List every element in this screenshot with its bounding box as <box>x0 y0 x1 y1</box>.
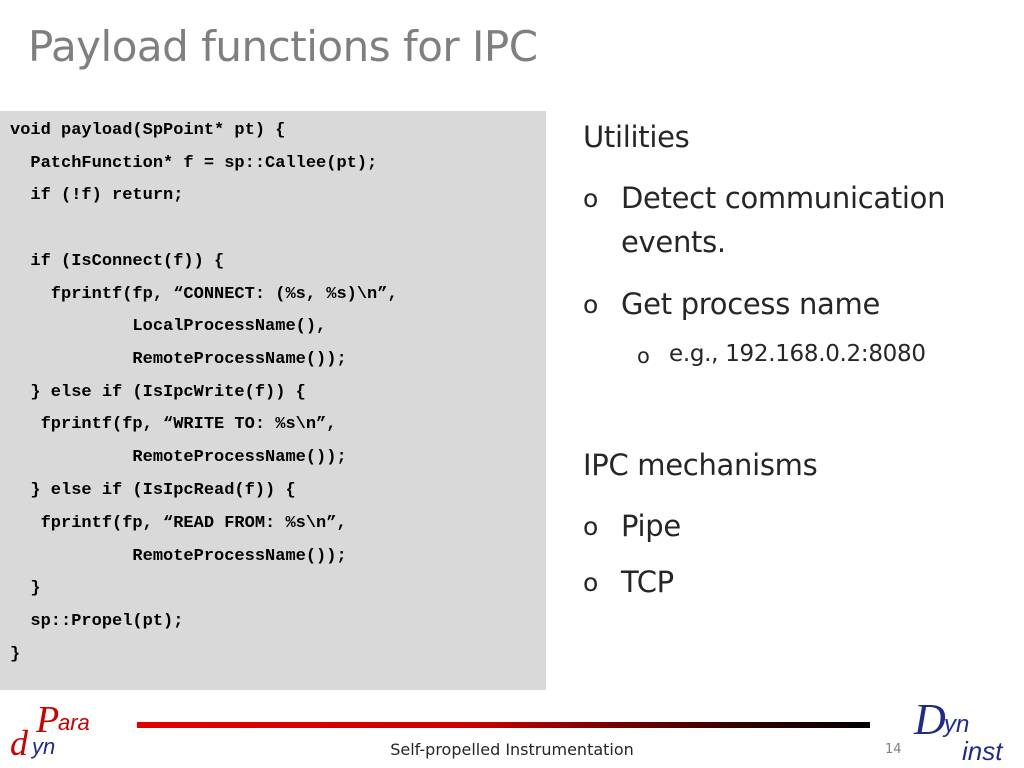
bullet-item: o Get process name <box>583 282 1013 326</box>
code-line: } <box>10 645 21 664</box>
sub-bullet-item: o e.g., 192.168.0.2:8080 <box>637 341 926 368</box>
logo-right-line1: yn <box>942 711 969 738</box>
code-line: PatchFunction* f = sp::Callee(pt); <box>10 154 378 173</box>
bullet-item: o TCP <box>583 560 674 604</box>
logo-left-big1: P <box>35 700 59 741</box>
logo-left-line1: ara <box>58 710 90 735</box>
sub-bullet-text: e.g., 192.168.0.2:8080 <box>669 341 926 367</box>
slide-title: Payload functions for IPC <box>28 22 538 71</box>
code-line: } <box>10 579 41 598</box>
code-line: RemoteProcessName()); <box>10 448 347 467</box>
logo-right-line2: inst <box>962 736 1004 766</box>
dyninst-logo: D yn inst <box>913 696 1004 766</box>
paradyn-logo: P ara d yn <box>10 700 90 762</box>
code-line: } else if (IsIpcRead(f)) { <box>10 481 296 500</box>
logo-left-line2: yn <box>30 734 55 759</box>
bullet-icon: o <box>583 184 598 213</box>
code-line: LocalProcessName(), <box>10 317 327 336</box>
code-line: sp::Propel(pt); <box>10 612 184 631</box>
footer-rule <box>137 722 870 728</box>
code-line: void payload(SpPoint* pt) { <box>10 121 286 140</box>
code-line: if (!f) return; <box>10 186 184 205</box>
code-line: RemoteProcessName()); <box>10 350 347 369</box>
code-line: fprintf(fp, “READ FROM: %s\n”, <box>10 514 347 533</box>
logo-right-big: D <box>913 696 946 744</box>
sub-bullet-icon: o <box>637 344 650 368</box>
bullet-item: o Detect communication events. <box>583 176 1013 264</box>
ipc-heading: IPC mechanisms <box>583 448 818 482</box>
bullet-text: Get process name <box>621 287 881 321</box>
bullet-icon: o <box>583 568 598 597</box>
code-line: if (IsConnect(f)) { <box>10 252 225 271</box>
code-line: RemoteProcessName()); <box>10 547 347 566</box>
footer-text: Self-propelled Instrumentation <box>390 740 634 759</box>
bullet-item: o Pipe <box>583 504 681 548</box>
page-number: 14 <box>885 742 902 757</box>
bullet-text: TCP <box>621 565 674 599</box>
utilities-heading: Utilities <box>583 120 690 154</box>
code-line: } else if (IsIpcWrite(f)) { <box>10 383 306 402</box>
bullet-text: Detect communication events. <box>621 181 946 259</box>
code-block: void payload(SpPoint* pt) { PatchFunctio… <box>0 111 546 690</box>
bullet-text: Pipe <box>621 509 681 543</box>
code-line: fprintf(fp, “CONNECT: (%s, %s)\n”, <box>10 285 398 304</box>
logo-left-big2: d <box>10 723 29 762</box>
bullet-icon: o <box>583 290 598 319</box>
code-line: fprintf(fp, “WRITE TO: %s\n”, <box>10 415 337 434</box>
bullet-icon: o <box>583 512 598 541</box>
